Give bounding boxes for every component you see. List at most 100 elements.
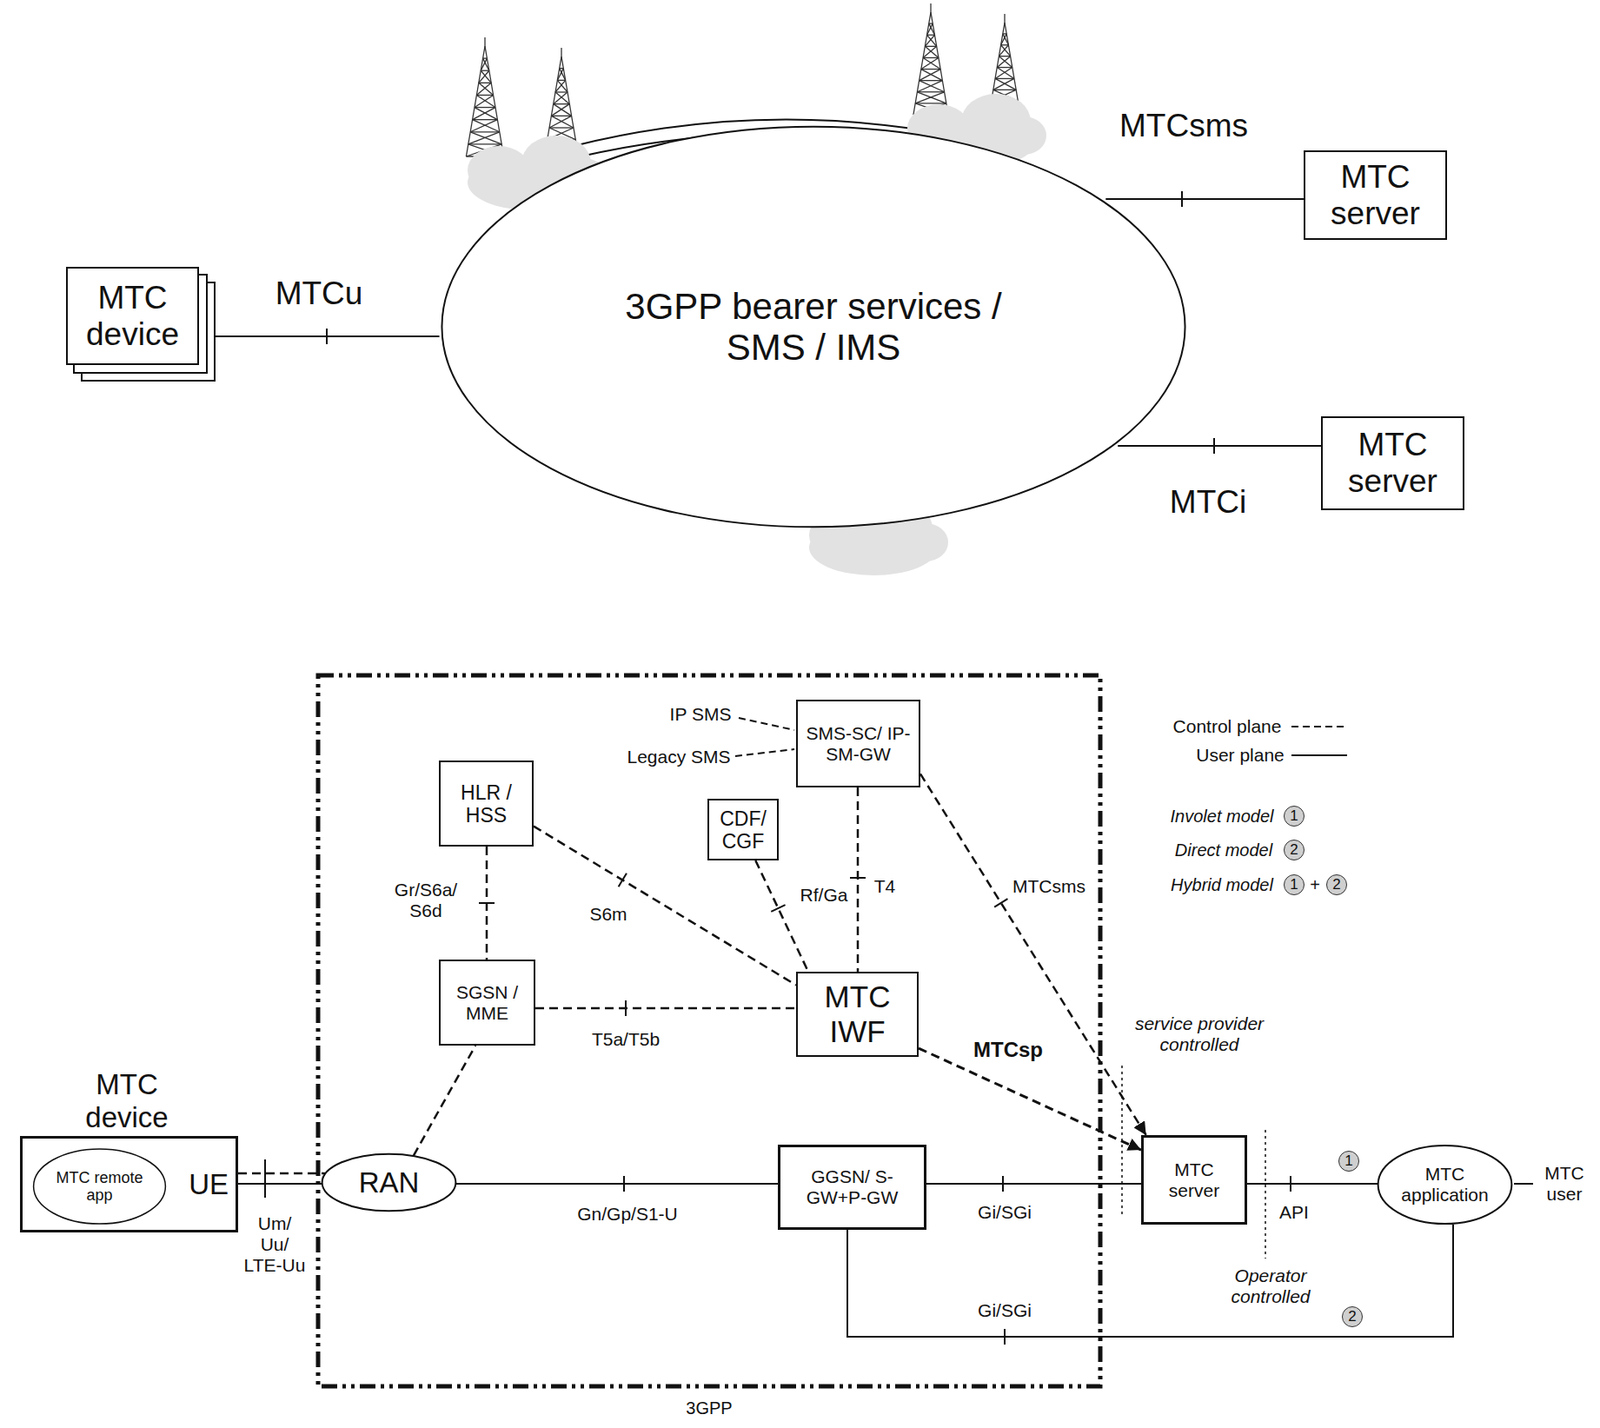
node-title: RAN [358, 1166, 420, 1199]
tower-brace [1001, 33, 1008, 46]
callout-number: 2 [1326, 874, 1348, 896]
tower-brace [995, 67, 1013, 80]
node-title: 3GPP bearer services / SMS / IMS [604, 285, 1023, 369]
tower-rung [919, 79, 943, 81]
boundary-line [1121, 1065, 1123, 1217]
node-title: MTC IWF [809, 979, 906, 1049]
callout-number: 1 [1338, 1150, 1360, 1172]
tower-rung [921, 68, 941, 70]
control-plane-link [535, 1007, 797, 1010]
tower-brace [555, 79, 566, 93]
control-plane-link [920, 773, 1147, 1136]
control-plane-link [918, 1048, 1142, 1150]
interface-label: MTCsp [970, 1037, 1046, 1063]
process-box: CDF/ CGF [707, 798, 779, 861]
tower-brace [995, 78, 1016, 90]
tower-brace [927, 34, 937, 47]
network-region: 3GPPSMS-SC/ IP-SM-GWHLR / HSSCDF/ CGFSGS… [316, 673, 1103, 1388]
control-plane-link [856, 787, 860, 972]
antenna-tower [465, 37, 504, 157]
tower-mast [929, 3, 931, 13]
user-plane-link [1247, 1182, 1378, 1185]
interface-label: Gr/S6a/ S6d [384, 879, 468, 922]
node-title: GGSN/ S-GW+P-GW [796, 1166, 910, 1208]
tower-brace [478, 70, 490, 83]
user-plane-link [926, 1182, 1142, 1185]
interface-tick [1003, 1328, 1006, 1345]
node-title: MTC remote app [56, 1168, 144, 1205]
interface-tick [325, 328, 328, 345]
user-plane-link [456, 1182, 778, 1185]
tower-rung [470, 131, 500, 133]
interface-label: Gn/Gp/S1-U [574, 1203, 681, 1225]
tower-rung [915, 102, 947, 104]
tower-rung [468, 143, 502, 145]
interface-tick [994, 898, 1008, 908]
node-title: 3GPP [316, 1398, 1103, 1419]
tower-leg [913, 12, 931, 115]
control-plane-link [238, 1172, 326, 1176]
tower-brace [557, 79, 568, 93]
process-box: MTC server [1141, 1135, 1248, 1225]
ellipse-node: MTC remote app [33, 1148, 166, 1225]
tower-rung [916, 91, 944, 93]
note-label: Legacy SMS [624, 746, 733, 768]
tower-rung [478, 82, 492, 84]
user-plane-link [1117, 444, 1322, 447]
tower-brace [551, 115, 574, 128]
process-box: SMS-SC/ IP-SM-GW [796, 699, 921, 788]
interface-tick [1289, 1175, 1292, 1192]
interface-tick [624, 1000, 627, 1016]
node-title: MTC server [1159, 1159, 1229, 1201]
interface-label: T4 [871, 876, 899, 897]
antenna-tower [913, 3, 949, 115]
tower-brace [1001, 45, 1011, 57]
tower-rung [996, 66, 1013, 68]
callout-number: 2 [1283, 839, 1305, 861]
tower-rung [549, 126, 574, 128]
tower-brace [472, 119, 500, 133]
interface-tick [623, 1175, 625, 1192]
tower-brace [996, 67, 1015, 80]
tower-rung [924, 46, 937, 47]
tower-rung [995, 78, 1015, 80]
tower-rung [922, 57, 939, 59]
control-plane-link [755, 860, 809, 972]
tower-brace [922, 46, 937, 58]
user-plane-link [847, 1224, 1454, 1337]
region-border [318, 675, 1101, 1387]
cloud-part [467, 146, 531, 195]
interface-tick [770, 904, 785, 912]
node-title: SMS-SC/ IP-SM-GW [803, 723, 913, 764]
tower-brace [921, 69, 943, 81]
tower-mast [484, 37, 485, 47]
tower-brace [996, 56, 1010, 68]
tower-rung [551, 115, 571, 117]
tower-rung [557, 79, 565, 81]
tower-rung [993, 89, 1016, 91]
leader-line [735, 749, 795, 757]
ellipse-node: MTC application [1377, 1144, 1513, 1225]
cloud-part [1001, 116, 1047, 155]
tower-brace [470, 119, 498, 133]
tower-brace [919, 69, 942, 81]
tower-brace [468, 132, 500, 145]
process-box: HLR / HSS [438, 760, 534, 847]
boundary-line [1264, 1129, 1267, 1259]
interface-label: MTCsms [1009, 876, 1089, 897]
tower-brace [476, 94, 496, 107]
interface-label: API [1276, 1201, 1312, 1223]
process-box: SGSN / MME [438, 959, 536, 1046]
tower-leg [465, 46, 485, 157]
legend-sample [1291, 725, 1348, 728]
tower-brace [922, 57, 941, 69]
interface-tick [1002, 1175, 1004, 1192]
interface-label: T5a/T5b [589, 1029, 663, 1050]
tower-brace [553, 104, 572, 117]
cloud-part [902, 523, 949, 562]
ellipse-shape [441, 126, 1185, 528]
note-label: Involet model [1168, 806, 1277, 827]
tower-rung [474, 106, 496, 108]
interface-tick [264, 1159, 266, 1198]
tower-brace [476, 82, 492, 95]
